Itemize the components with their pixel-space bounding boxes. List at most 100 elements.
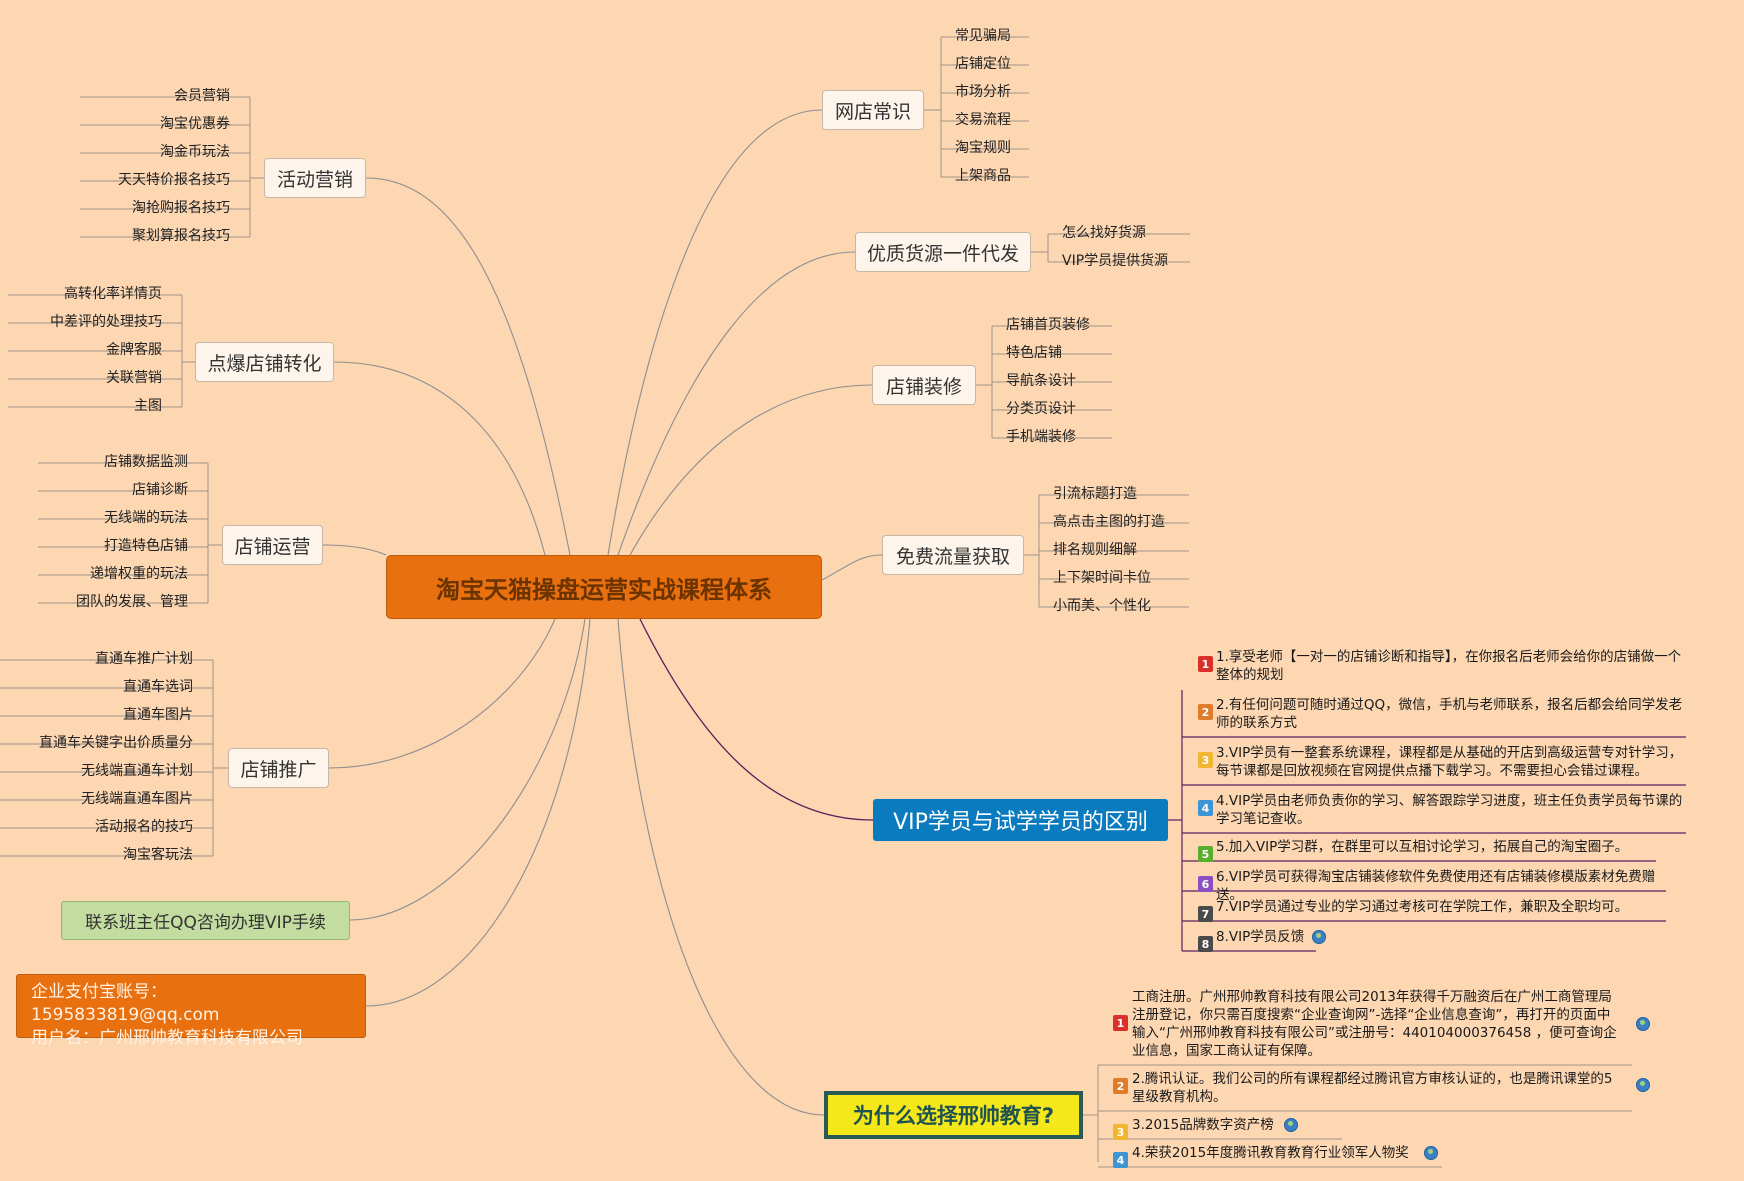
vip-item[interactable]: 6.VIP学员可获得淘宝店铺装修软件免费使用还有店铺装修模版素材免费赠送。 xyxy=(1216,869,1656,903)
priority-4-icon: 4 xyxy=(1198,800,1213,816)
link-liuliang xyxy=(821,554,883,581)
topic-label: 店铺推广 xyxy=(240,758,317,781)
leaf-item[interactable]: 天天特价报名技巧 xyxy=(118,172,230,188)
central-topic[interactable]: 淘宝天猫操盘运营实战课程体系 xyxy=(386,555,822,619)
topic-label: 店铺运营 xyxy=(234,535,311,558)
leaf-item[interactable]: 高点击主图的打造 xyxy=(1053,514,1165,530)
leaf-item[interactable]: 店铺首页装修 xyxy=(1006,317,1090,333)
leaf-item[interactable]: 无线端的玩法 xyxy=(104,510,188,526)
topic-2[interactable]: 优质货源一件代发 xyxy=(855,232,1031,272)
leaf-item[interactable]: 市场分析 xyxy=(955,84,1011,100)
leaf-item[interactable]: 淘金币玩法 xyxy=(160,144,230,160)
web-link-icon[interactable] xyxy=(1312,930,1326,944)
topic-left-3[interactable]: 店铺运营 xyxy=(222,525,323,565)
web-link-icon[interactable] xyxy=(1636,1078,1650,1092)
topic-left-2[interactable]: 点爆店铺转化 xyxy=(195,342,334,382)
link-dianbao xyxy=(333,361,546,556)
topic-label: 优质货源一件代发 xyxy=(866,242,1019,265)
leaf-item[interactable]: 分类页设计 xyxy=(1006,401,1076,417)
topic-left-4[interactable]: 店铺推广 xyxy=(228,748,329,788)
leaf-item[interactable]: 常见骗局 xyxy=(955,28,1011,44)
leaf-item[interactable]: 关联营销 xyxy=(106,370,162,386)
link-yunying xyxy=(322,544,387,556)
leaf-item[interactable]: 直通车图片 xyxy=(123,707,193,723)
topic-left-1[interactable]: 活动营销 xyxy=(264,158,366,198)
leaf-item[interactable]: 淘抢购报名技巧 xyxy=(132,200,230,216)
priority-2-icon: 2 xyxy=(1198,704,1213,720)
priority-1-icon: 1 xyxy=(1198,656,1213,672)
topic-4[interactable]: 免费流量获取 xyxy=(882,535,1024,575)
leaf-item[interactable]: 交易流程 xyxy=(955,112,1011,128)
link-why xyxy=(617,618,825,1116)
leaf-item[interactable]: 直通车关键字出价质量分 xyxy=(39,735,193,751)
topic-label: 点爆店铺转化 xyxy=(207,352,322,375)
web-link-icon[interactable] xyxy=(1424,1146,1438,1160)
leaf-item[interactable]: 店铺数据监测 xyxy=(104,454,188,470)
leaf-item[interactable]: 淘宝规则 xyxy=(955,140,1011,156)
leaf-item[interactable]: VIP学员提供货源 xyxy=(1062,253,1169,269)
leaf-item[interactable]: 怎么找好货源 xyxy=(1062,225,1146,241)
vip-item[interactable]: 8.VIP学员反馈 xyxy=(1216,929,1305,945)
leaf-item[interactable]: 主图 xyxy=(134,398,162,414)
priority-6-icon: 6 xyxy=(1198,876,1213,892)
link-huodong xyxy=(365,177,571,556)
leaf-item[interactable]: 递增权重的玩法 xyxy=(90,566,188,582)
leaf-item[interactable]: 直通车选词 xyxy=(123,679,193,695)
payment-box[interactable]: 企业支付宝账号：1595833819@qq.com 用户名：广州邢帅教育科技有限… xyxy=(16,974,366,1048)
leaf-item[interactable]: 淘宝客玩法 xyxy=(123,847,193,863)
leaf-item[interactable]: 小而美、个性化 xyxy=(1053,598,1151,614)
leaf-item[interactable]: 聚划算报名技巧 xyxy=(132,228,230,244)
priority-8-icon: 8 xyxy=(1198,936,1213,952)
leaf-item[interactable]: 活动报名的技巧 xyxy=(95,819,193,835)
leaf-item[interactable]: 排名规则细解 xyxy=(1053,542,1137,558)
link-payment xyxy=(365,618,591,1007)
priority-7-icon: 7 xyxy=(1198,906,1213,922)
vip-topic[interactable]: VIP学员与试学学员的区别 xyxy=(873,799,1168,841)
leaf-item[interactable]: 上下架时间卡位 xyxy=(1053,570,1151,586)
leaf-item[interactable]: 高转化率详情页 xyxy=(64,286,162,302)
leaf-item[interactable]: 上架商品 xyxy=(955,168,1011,184)
priority-5-icon: 5 xyxy=(1198,846,1213,862)
payment-username: 用户名：广州邢帅教育科技有限公司 xyxy=(31,1028,303,1048)
vip-item[interactable]: 3.VIP学员有一整套系统课程，课程都是从基础的开店到高级运营专对针学习，每节课… xyxy=(1216,745,1683,779)
leaf-item[interactable]: 会员营销 xyxy=(174,88,230,104)
vip-item[interactable]: 2.有任何问题可随时通过QQ，微信，手机与老师联系，报名后都会给同学发老师的联系… xyxy=(1216,697,1683,731)
leaf-item[interactable]: 直通车推广计划 xyxy=(95,651,193,667)
topic-label: 店铺装修 xyxy=(885,375,962,398)
leaf-item[interactable]: 店铺定位 xyxy=(955,56,1011,72)
leaf-item[interactable]: 导航条设计 xyxy=(1006,373,1076,389)
leaf-item[interactable]: 无线端直通车计划 xyxy=(81,763,193,779)
web-link-icon[interactable] xyxy=(1284,1118,1298,1132)
priority-4-icon: 4 xyxy=(1113,1152,1128,1168)
why-item[interactable]: 2.腾讯认证。我们公司的所有课程都经过腾讯官方审核认证的，也是腾讯课堂的5星级教… xyxy=(1132,1071,1613,1105)
web-link-icon[interactable] xyxy=(1636,1017,1650,1031)
link-contact xyxy=(349,618,586,921)
topic-label: 网店常识 xyxy=(834,100,911,123)
leaf-item[interactable]: 打造特色店铺 xyxy=(104,538,188,554)
topic-1[interactable]: 网店常识 xyxy=(822,90,924,130)
leaf-item[interactable]: 中差评的处理技巧 xyxy=(50,314,162,330)
why-item[interactable]: 3.2015品牌数字资产榜 xyxy=(1132,1117,1274,1133)
topic-label: 免费流量获取 xyxy=(895,545,1010,568)
topic-3[interactable]: 店铺装修 xyxy=(872,365,976,405)
leaf-item[interactable]: 无线端直通车图片 xyxy=(81,791,193,807)
leaf-item[interactable]: 店铺诊断 xyxy=(132,482,188,498)
leaf-item[interactable]: 特色店铺 xyxy=(1006,345,1062,361)
why-topic[interactable]: 为什么选择邢帅教育? xyxy=(824,1091,1083,1139)
why-item[interactable]: 4.荣获2015年度腾讯教育教育行业领军人物奖 xyxy=(1132,1145,1409,1161)
link-huoyuan xyxy=(617,251,856,556)
priority-1-icon: 1 xyxy=(1113,1015,1128,1031)
why-item[interactable]: 工商注册。广州邢帅教育科技有限公司2013年获得千万融资后在广州工商管理局注册登… xyxy=(1132,989,1617,1059)
priority-3-icon: 3 xyxy=(1198,752,1213,768)
vip-item[interactable]: 1.享受老师【一对一的店铺诊断和指导】，在你报名后老师会给你的店铺做一个整体的规… xyxy=(1216,649,1682,683)
leaf-item[interactable]: 淘宝优惠券 xyxy=(160,116,230,132)
vip-item[interactable]: 7.VIP学员通过专业的学习通过考核可在学院工作，兼职及全职均可。 xyxy=(1216,899,1629,915)
vip-item[interactable]: 4.VIP学员由老师负责你的学习、解答跟踪学习进度，班主任负责学员每节课的学习笔… xyxy=(1216,793,1683,827)
leaf-item[interactable]: 团队的发展、管理 xyxy=(76,594,188,610)
leaf-item[interactable]: 金牌客服 xyxy=(106,342,162,358)
leaf-item[interactable]: 手机端装修 xyxy=(1006,429,1076,445)
leaf-item[interactable]: 引流标题打造 xyxy=(1053,486,1137,502)
contact-box[interactable]: 联系班主任QQ咨询办理VIP手续 xyxy=(61,901,350,940)
vip-item[interactable]: 5.加入VIP学习群，在群里可以互相讨论学习，拓展自己的淘宝圈子。 xyxy=(1216,839,1629,855)
